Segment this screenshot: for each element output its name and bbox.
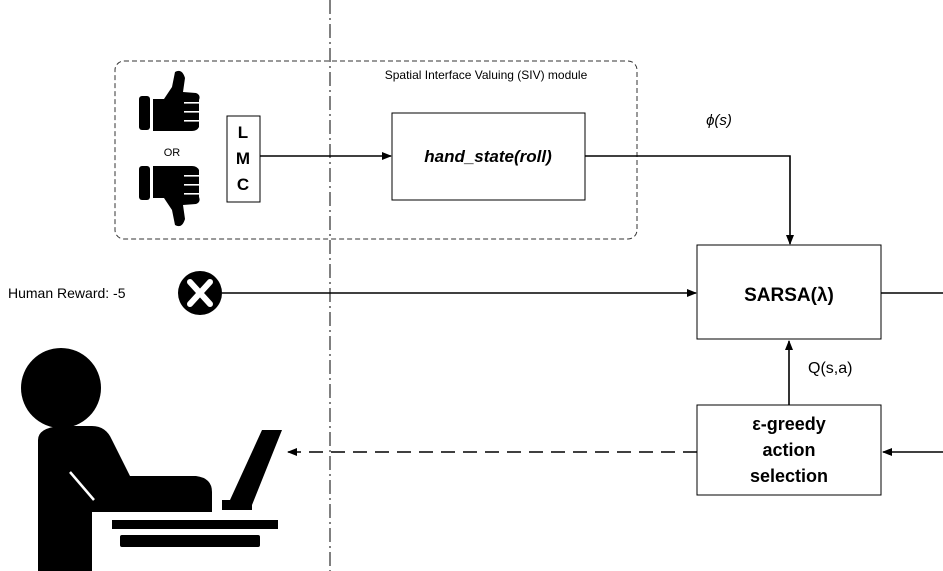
person-laptop-icon xyxy=(21,348,282,571)
sarsa-box xyxy=(696,244,882,340)
q-values-label: Q(s,a) xyxy=(808,360,852,377)
thumbs-up-icon xyxy=(139,70,201,131)
thumbs-down-icon xyxy=(139,166,201,227)
lmc-letter-l: L xyxy=(238,123,248,142)
lmc-letter-m: M xyxy=(236,149,250,168)
features-arrow xyxy=(585,155,794,245)
features-label: ϕ(s) xyxy=(706,112,732,129)
reward-x-icon xyxy=(178,271,222,315)
siv-module-border xyxy=(114,60,638,240)
lmc-letter-c: C xyxy=(237,175,249,194)
hand-state-label: hand_state(roll) xyxy=(424,147,552,166)
epsilon-greedy-line-2: action xyxy=(762,440,815,460)
sarsa-label: SARSA(λ) xyxy=(744,285,834,306)
epsilon-greedy-line-3: selection xyxy=(750,466,828,486)
lmc-box xyxy=(226,115,261,203)
reward-label: Human Reward: -5 xyxy=(8,285,126,301)
epsilon-greedy-line-1: ε-greedy xyxy=(752,414,826,434)
siv-module-title: Spatial Interface Valuing (SIV) module xyxy=(385,68,588,82)
or-label: OR xyxy=(164,147,181,159)
